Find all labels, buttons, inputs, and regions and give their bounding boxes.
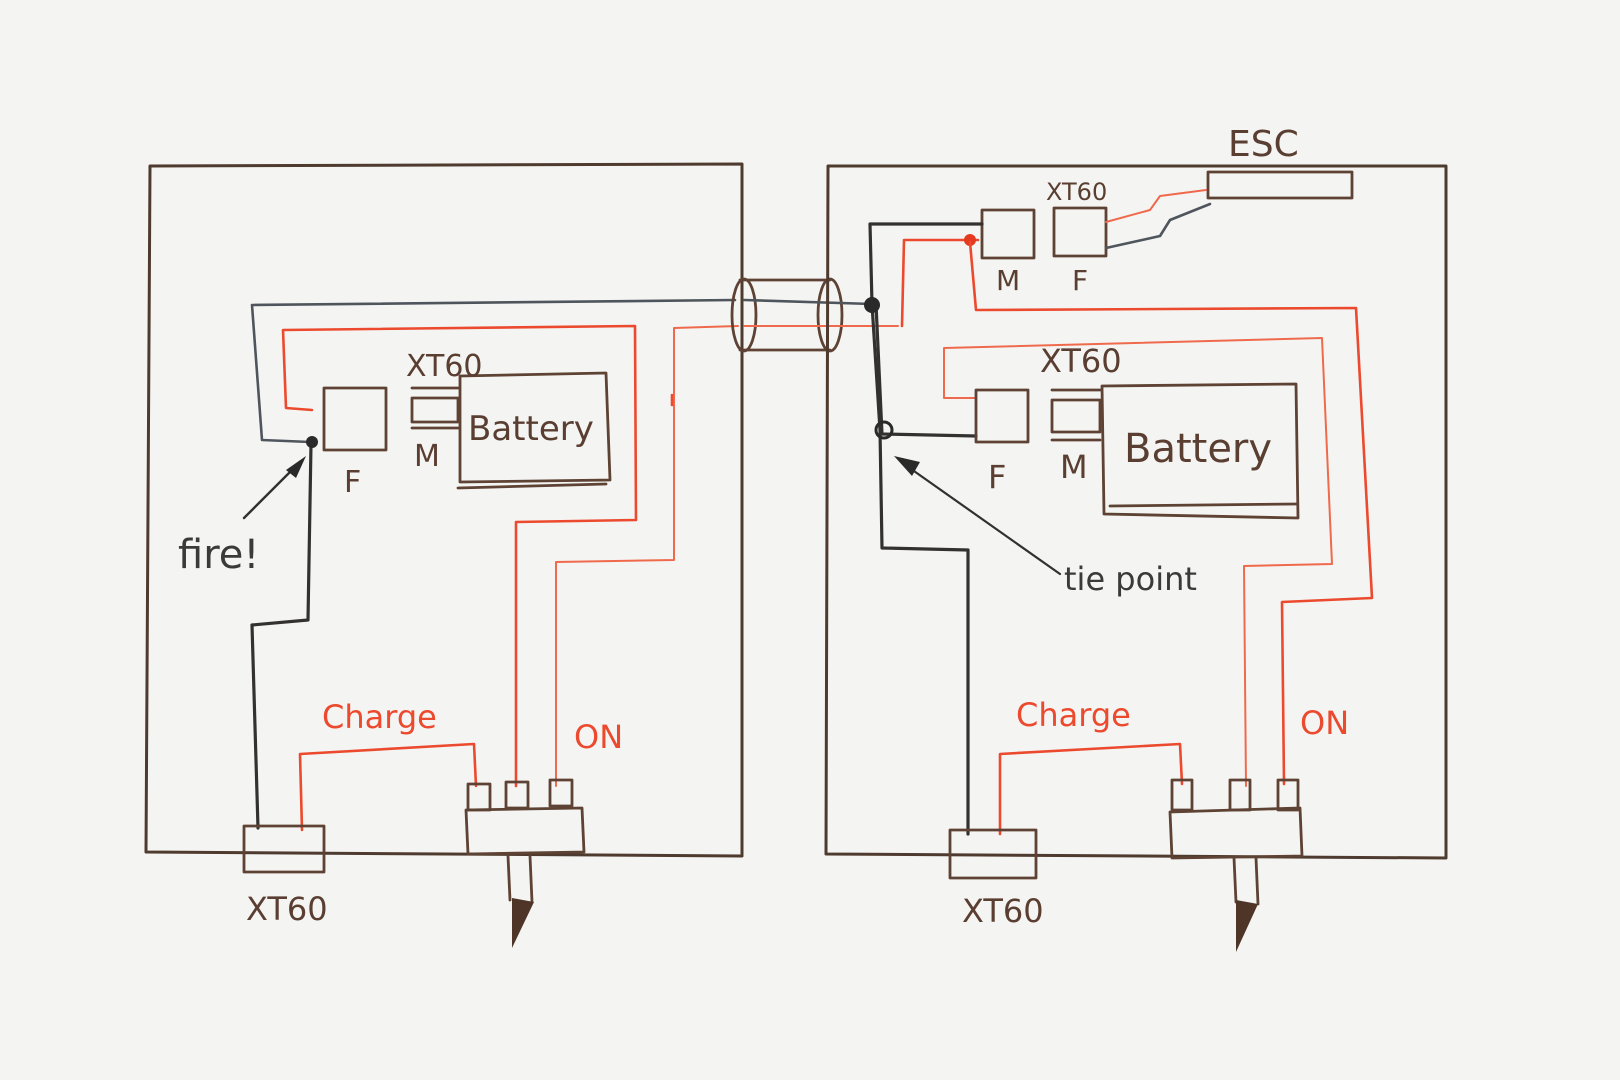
left-switch-shaft bbox=[506, 854, 534, 904]
left-switch-lever bbox=[512, 898, 534, 948]
left-fire-junction-dot bbox=[306, 436, 318, 448]
left-fire-arrowhead bbox=[286, 456, 306, 478]
left-enclosure: XT60 F M Battery fire! Charge ON XT60 bbox=[144, 162, 744, 948]
right-top-m-connector bbox=[980, 208, 1036, 260]
left-positive-loop-wire bbox=[281, 324, 638, 788]
right-battery-body bbox=[1100, 382, 1300, 520]
left-switch-pin-2 bbox=[504, 780, 530, 810]
right-switch-body bbox=[1168, 806, 1304, 860]
left-on-wire bbox=[555, 325, 739, 787]
right-top-f-label: F bbox=[1072, 264, 1088, 297]
right-enclosure-outline bbox=[824, 164, 1448, 860]
right-switch-pin-2 bbox=[1228, 778, 1252, 812]
right-battery-base-line bbox=[1108, 502, 1298, 508]
esc-box bbox=[1206, 170, 1354, 200]
left-charge-label: Charge bbox=[322, 698, 437, 736]
left-bottom-xt60-connector bbox=[242, 824, 326, 874]
left-switch-pin-3 bbox=[548, 778, 574, 808]
tube-left-end bbox=[730, 277, 758, 353]
right-tie-note: tie point bbox=[1064, 560, 1197, 598]
right-enclosure: ESC XT60 M F XT60 F M Battery tie point … bbox=[824, 124, 1448, 952]
right-positive-junction-dot bbox=[964, 234, 976, 246]
esc-negative-lead bbox=[1104, 202, 1212, 250]
right-on-wire bbox=[968, 240, 1374, 786]
right-m-label: M bbox=[1060, 448, 1088, 486]
left-battery-label: Battery bbox=[468, 409, 594, 449]
right-m-connector bbox=[1050, 388, 1102, 442]
esc-label: ESC bbox=[1228, 124, 1299, 165]
right-on-label: ON bbox=[1300, 704, 1349, 742]
left-f-connector bbox=[322, 386, 388, 452]
left-charge-wire bbox=[298, 742, 478, 832]
right-charge-label: Charge bbox=[1016, 696, 1131, 734]
right-battery-label: Battery bbox=[1124, 426, 1272, 472]
left-switch-pin-1 bbox=[466, 782, 492, 812]
tube-negative-wire bbox=[742, 298, 874, 306]
left-xt60-top-label: XT60 bbox=[406, 349, 483, 384]
left-negative-loop-wire bbox=[250, 298, 737, 444]
tube-right-end bbox=[816, 277, 844, 353]
left-battery-base-line bbox=[456, 482, 608, 490]
right-xt60-top-label: XT60 bbox=[1046, 178, 1107, 206]
right-bottom-xt60-connector bbox=[948, 828, 1038, 880]
right-top-f-connector bbox=[1052, 206, 1108, 258]
right-positive-loop-wire bbox=[943, 337, 1333, 787]
left-xt60-bottom-label: XT60 bbox=[246, 890, 328, 928]
right-charge-wire bbox=[998, 742, 1184, 836]
esc-positive-lead bbox=[1105, 189, 1207, 223]
right-tie-point-dot bbox=[874, 420, 894, 440]
right-switch-pin-1 bbox=[1170, 778, 1194, 812]
right-negative-trunk-wire bbox=[868, 222, 984, 836]
right-tie-arrow bbox=[902, 462, 1062, 576]
left-m-label: M bbox=[414, 439, 440, 474]
right-xt60-bottom-label: XT60 bbox=[962, 892, 1044, 930]
right-f-label: F bbox=[988, 458, 1006, 496]
right-positive-top-wire bbox=[900, 238, 980, 328]
right-xt60-mid-label: XT60 bbox=[1040, 342, 1122, 380]
right-upper-junction-dot bbox=[864, 297, 880, 313]
right-switch-lever bbox=[1236, 900, 1258, 952]
right-f-connector bbox=[974, 388, 1030, 444]
left-f-label: F bbox=[344, 465, 361, 500]
left-switch-body bbox=[464, 806, 586, 856]
right-switch-shaft bbox=[1232, 856, 1260, 906]
right-negative-to-f-wire bbox=[874, 302, 978, 438]
left-fire-note: fire! bbox=[178, 532, 259, 578]
left-enclosure-outline bbox=[144, 162, 744, 858]
left-m-connector bbox=[410, 386, 460, 430]
right-switch-pin-3 bbox=[1276, 778, 1300, 812]
right-tie-arrowhead bbox=[894, 456, 920, 476]
left-on-label: ON bbox=[574, 718, 623, 756]
left-negative-main-wire bbox=[250, 442, 313, 830]
left-battery-body bbox=[458, 371, 612, 484]
right-top-m-label: M bbox=[996, 264, 1020, 297]
tube-outline bbox=[738, 278, 832, 352]
